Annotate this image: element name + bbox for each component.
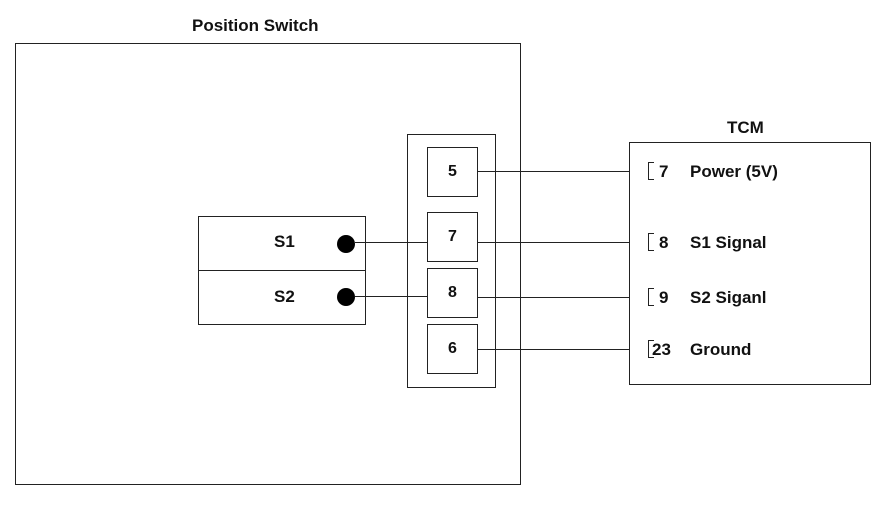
- sensor-s2-terminal-dot: [337, 288, 355, 306]
- tcm-terminal-pin: 23: [652, 340, 671, 359]
- tcm-terminal-name: S1 Signal: [690, 233, 767, 252]
- tcm-terminal-bracket: [648, 162, 654, 180]
- tcm-terminal-pin: 7: [659, 162, 669, 181]
- connector-pin-5: 5: [427, 147, 478, 197]
- connector-pin-8: 8: [427, 268, 478, 318]
- tcm-box: [629, 142, 871, 385]
- tcm-terminal-name: Ground: [690, 340, 752, 359]
- sensor-s2-label: S2: [274, 287, 295, 306]
- sensor-s1-terminal-dot: [337, 235, 355, 253]
- tcm-terminal-name: Power (5V): [690, 162, 778, 181]
- wire-pin-7-to-tcm-8: [478, 242, 648, 243]
- wire-pin-6-to-tcm-23: [478, 349, 648, 350]
- wire-s2-to-pin-8: [355, 296, 427, 297]
- tcm-terminal-pin: 9: [659, 288, 669, 307]
- tcm-terminal-pin: 8: [659, 233, 669, 252]
- tcm-terminal-bracket: [648, 288, 654, 306]
- wire-pin-8-to-tcm-9: [478, 297, 648, 298]
- wire-s1-to-pin-7: [355, 242, 427, 243]
- tcm-terminal-bracket: [648, 340, 654, 358]
- tcm-title: TCM: [727, 118, 764, 137]
- tcm-terminal-bracket: [648, 233, 654, 251]
- sensor-s1-label: S1: [274, 232, 295, 251]
- position-switch-title: Position Switch: [192, 16, 319, 35]
- tcm-terminal-name: S2 Siganl: [690, 288, 767, 307]
- connector-pin-6: 6: [427, 324, 478, 374]
- wire-pin-5-to-tcm-7: [478, 171, 648, 172]
- connector-pin-7: 7: [427, 212, 478, 262]
